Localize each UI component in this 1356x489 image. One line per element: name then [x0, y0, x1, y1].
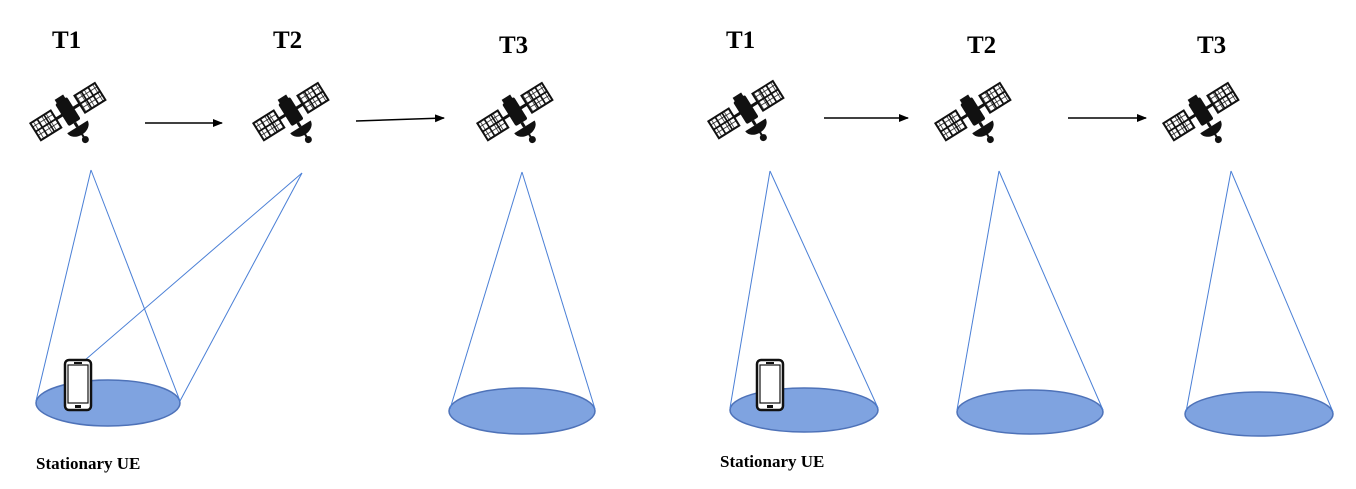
right-ue-label: Stationary UE	[720, 452, 825, 471]
right-footprint-2	[956, 389, 1104, 435]
right-beam-t2	[956, 170, 1104, 411]
left-footprint-1	[35, 379, 181, 427]
left-beam-t3	[449, 171, 596, 410]
right-satellite-t2-icon	[930, 75, 1026, 165]
right-footprint-1	[729, 387, 879, 433]
right-beam-t3	[1185, 170, 1334, 413]
left-t2-label: T2	[273, 27, 303, 54]
left-t3-label: T3	[499, 32, 529, 59]
left-footprint-3	[448, 387, 596, 435]
right-satellite-t1-icon	[703, 73, 799, 163]
left-beam-t2	[69, 172, 303, 402]
left-t1-label: T1	[52, 27, 82, 54]
right-t1-label: T1	[726, 27, 756, 54]
right-t2-label: T2	[967, 32, 997, 59]
right-beam-t1	[729, 170, 879, 409]
left-ue-label: Stationary UE	[36, 454, 141, 473]
left-satellite-t2-icon	[248, 75, 344, 165]
right-footprint-3	[1184, 391, 1334, 437]
left-beam-t1	[35, 169, 181, 402]
right-stationary-ue-phone-icon	[755, 358, 785, 412]
right-satellite-t3-icon	[1158, 75, 1254, 165]
left-satellite-t3-icon	[472, 75, 568, 165]
left-stationary-ue-phone-icon	[63, 358, 93, 412]
right-t3-label: T3	[1197, 32, 1227, 59]
left-satellite-t1-icon	[25, 75, 121, 165]
left-arrow-t2-t3	[355, 114, 445, 123]
